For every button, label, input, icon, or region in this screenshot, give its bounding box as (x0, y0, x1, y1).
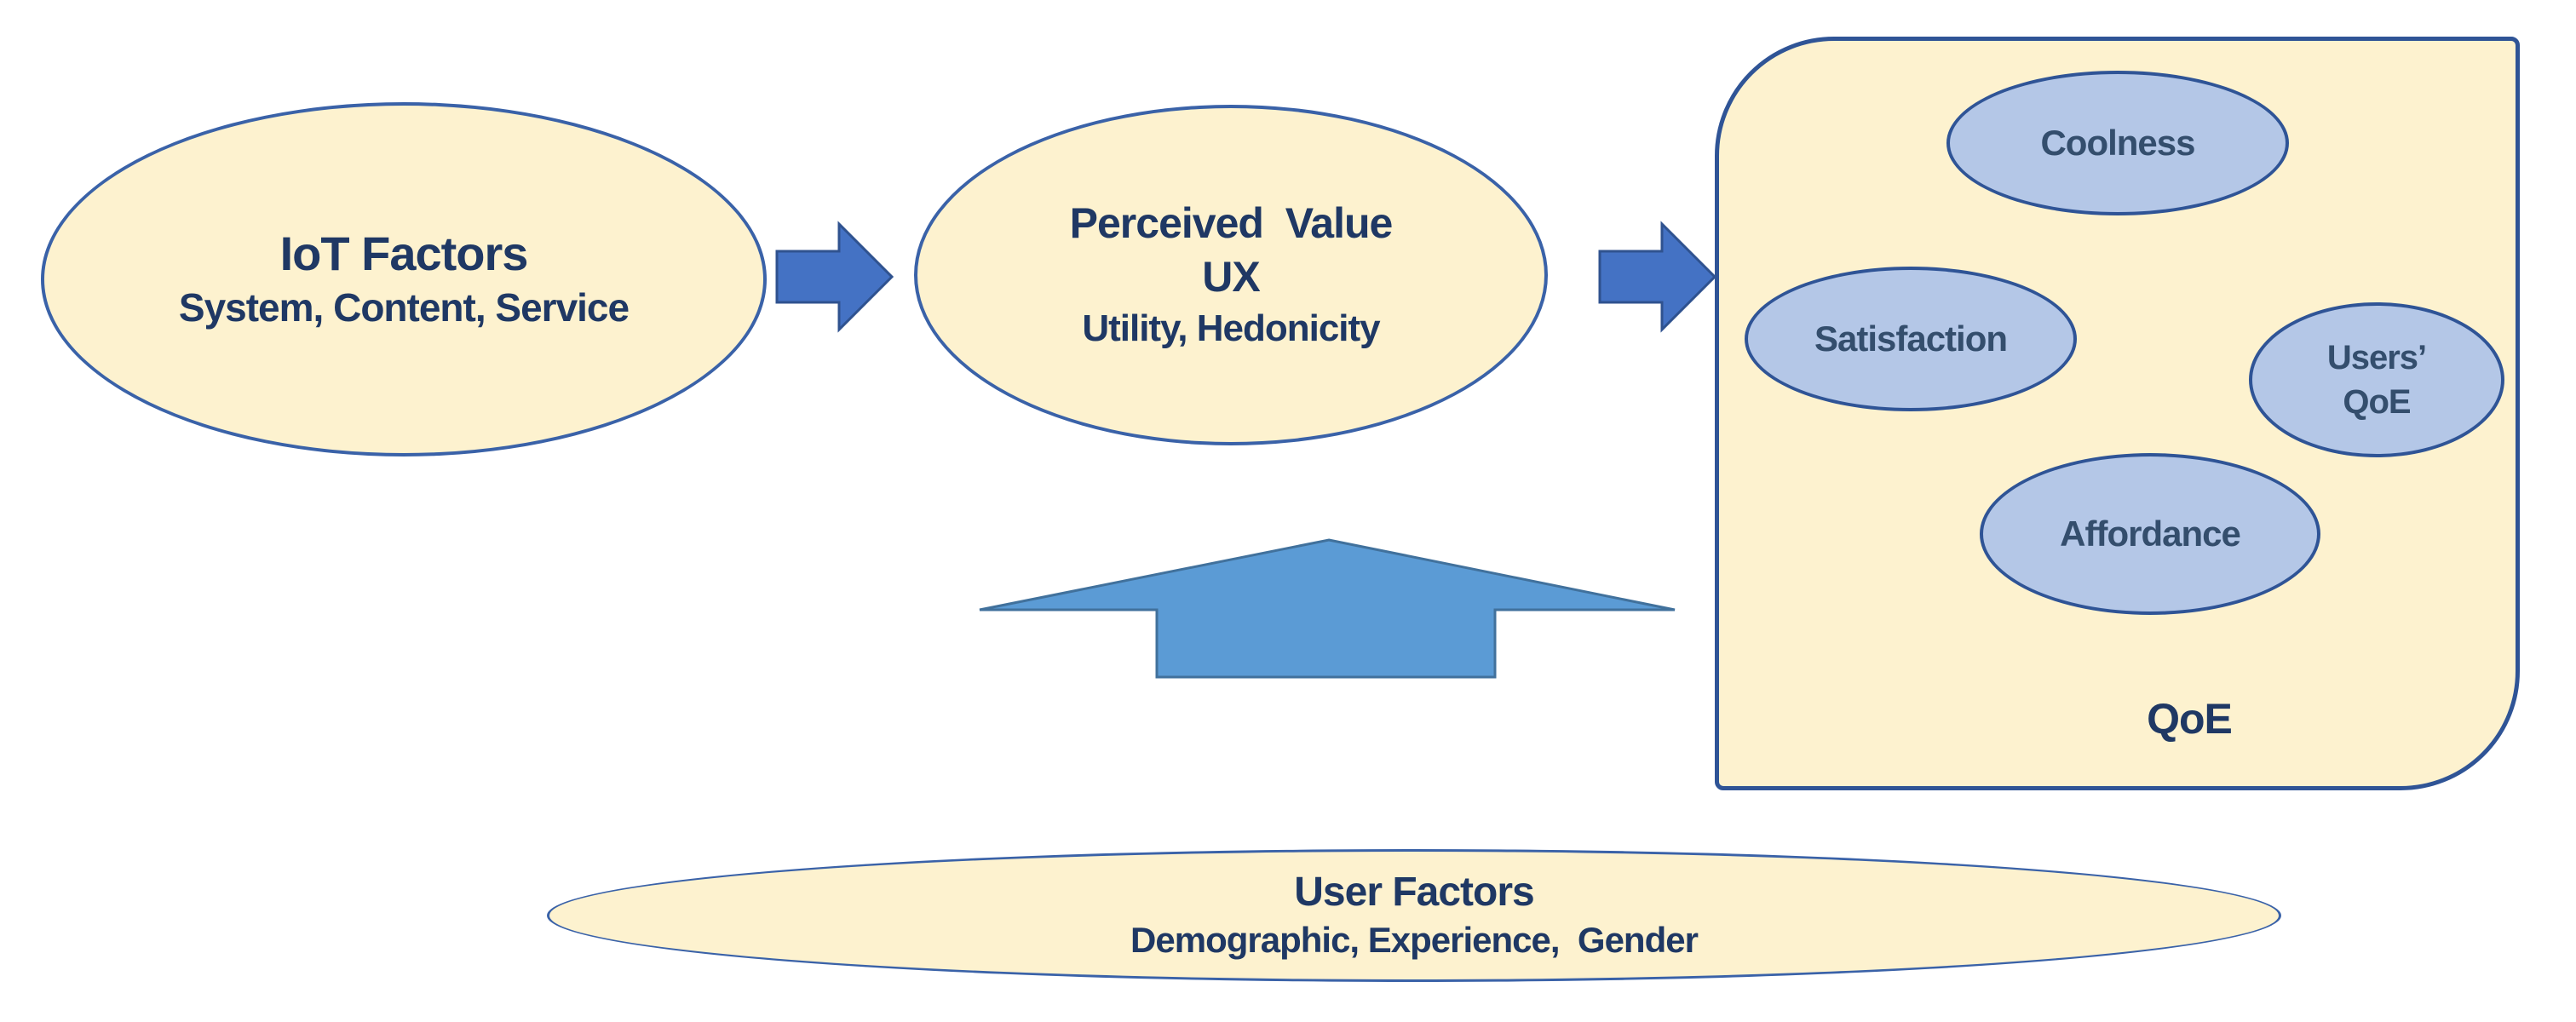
iot-factors-title: IoT Factors (279, 227, 529, 280)
qoe-group-label: QoE (2147, 695, 2233, 743)
perceived-value-ux: UX (1202, 253, 1260, 301)
perceived-value-subtitle: Utility, Hedonicity (1082, 307, 1380, 349)
satisfaction-label: Satisfaction (1814, 319, 2008, 359)
users-qoe-line2: QoE (2343, 383, 2411, 421)
node-coolness: Coolness (1946, 71, 2289, 215)
users-qoe-line1: Users’ (2326, 339, 2427, 376)
node-perceived-value: Perceived Value UX Utility, Hedonicity (914, 105, 1548, 445)
user-factors-subtitle: Demographic, Experience, Gender (1130, 920, 1699, 960)
node-affordance: Affordance (1980, 453, 2320, 615)
user-factors-title: User Factors (1294, 870, 1534, 915)
arrow-iot-to-perceived-value (775, 221, 894, 333)
coolness-label: Coolness (2040, 123, 2195, 163)
node-user-factors: User Factors Demographic, Experience, Ge… (547, 849, 2281, 982)
arrow-perceived-value-to-qoe (1598, 221, 1717, 333)
node-users-qoe: Users’ QoE (2249, 302, 2504, 457)
node-satisfaction: Satisfaction (1745, 267, 2077, 411)
perceived-value-title: Perceived Value (1069, 199, 1394, 247)
iot-factors-subtitle: System, Content, Service (178, 285, 630, 330)
arrow-user-factors-up (979, 538, 1676, 679)
affordance-label: Affordance (2060, 514, 2241, 554)
node-iot-factors: IoT Factors System, Content, Service (41, 102, 767, 456)
